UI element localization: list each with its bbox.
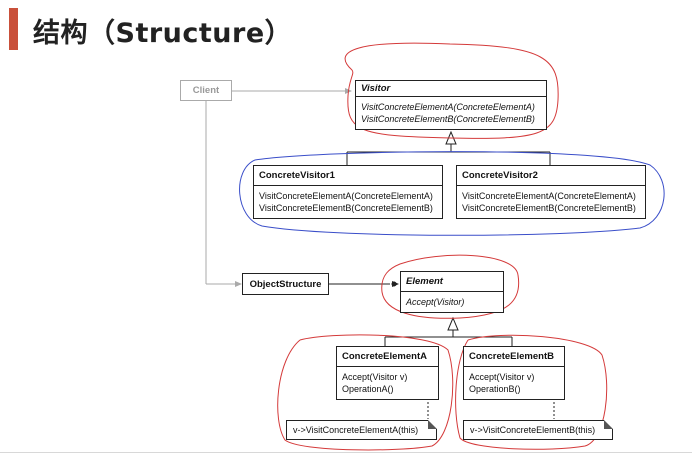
concrete-element-a-op: Accept(Visitor v) (342, 372, 408, 382)
concrete-element-a-name: ConcreteElementA (337, 347, 438, 367)
concrete-element-b-note-text: v->VisitConcreteElementB(this) (470, 425, 596, 435)
visitor-op: VisitConcreteElementA(ConcreteElementA) (361, 102, 535, 112)
concrete-element-b-name: ConcreteElementB (464, 347, 564, 367)
concrete-visitor2-op: VisitConcreteElementA(ConcreteElementA) (462, 191, 636, 201)
object-structure-name: ObjectStructure (249, 278, 322, 290)
concrete-element-b-note: v->VisitConcreteElementB(this) (463, 420, 613, 440)
bottom-divider (0, 452, 692, 453)
elementa-highlight-loop (277, 334, 454, 451)
concrete-element-b-class: ConcreteElementB Accept(Visitor v) Opera… (463, 346, 565, 400)
concrete-visitor1-op: VisitConcreteElementB(ConcreteElementB) (259, 203, 433, 213)
concrete-visitor1-op: VisitConcreteElementA(ConcreteElementA) (259, 191, 433, 201)
element-class: Element Accept(Visitor) (400, 271, 504, 313)
concrete-element-a-note-text: v->VisitConcreteElementA(this) (293, 425, 419, 435)
concrete-element-a-op: OperationA() (342, 384, 394, 394)
client-objectstructure-arrowhead (235, 281, 242, 287)
element-op: Accept(Visitor) (406, 297, 465, 307)
element-class-operations: Accept(Visitor) (401, 292, 503, 308)
element-highlight-loop (381, 254, 520, 319)
visitor-class-name: Visitor (356, 81, 546, 97)
concrete-element-a-operations: Accept(Visitor v) OperationA() (337, 367, 438, 395)
concrete-visitor2-name: ConcreteVisitor2 (457, 166, 645, 186)
page-title: 结构（Structure） (33, 18, 293, 49)
client-class-name: Client (192, 85, 220, 96)
note-fold-icon (604, 420, 613, 429)
concrete-element-a-note: v->VisitConcreteElementA(this) (286, 420, 437, 440)
concrete-element-b-operations: Accept(Visitor v) OperationB() (464, 367, 564, 395)
concrete-visitors-highlight-loop (239, 151, 665, 236)
concrete-element-a-class: ConcreteElementA Accept(Visitor v) Opera… (336, 346, 439, 400)
visitor-highlight-loop (344, 42, 559, 139)
element-inheritance-triangle (447, 316, 459, 331)
concrete-visitor2-operations: VisitConcreteElementA(ConcreteElementA) … (457, 186, 645, 214)
note-fold-icon (428, 420, 437, 429)
concrete-visitor1-operations: VisitConcreteElementA(ConcreteElementA) … (254, 186, 442, 214)
object-structure-class: ObjectStructure (242, 273, 329, 295)
aggregation-dot (391, 281, 397, 287)
concrete-element-b-op: OperationB() (469, 384, 521, 394)
visitor-op: VisitConcreteElementB(ConcreteElementB) (361, 114, 535, 124)
concrete-visitor2-op: VisitConcreteElementB(ConcreteElementB) (462, 203, 636, 213)
client-class: Client (180, 80, 232, 101)
concrete-visitor2-class: ConcreteVisitor2 VisitConcreteElementA(C… (456, 165, 646, 219)
elementb-highlight-loop (455, 334, 608, 450)
concrete-visitor1-name: ConcreteVisitor1 (254, 166, 442, 186)
visitor-class-operations: VisitConcreteElementA(ConcreteElementA) … (356, 97, 546, 125)
concrete-element-b-op: Accept(Visitor v) (469, 372, 535, 382)
element-class-name: Element (401, 272, 503, 292)
title-accent-bar (9, 8, 18, 50)
visitor-class: Visitor VisitConcreteElementA(ConcreteEl… (355, 80, 547, 130)
concrete-visitor1-class: ConcreteVisitor1 VisitConcreteElementA(C… (253, 165, 443, 219)
